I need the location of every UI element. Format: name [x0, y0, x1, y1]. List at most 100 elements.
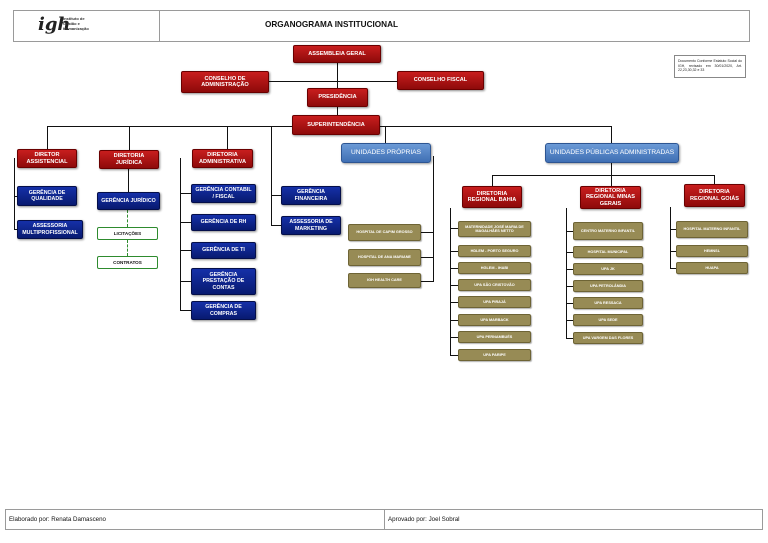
gerencia-ti-box: GERÊNCIA DE TI: [191, 242, 256, 259]
connector: [337, 107, 338, 115]
connector: [566, 320, 573, 321]
licitacoes-box: LICITAÇÕES: [97, 227, 158, 240]
connector: [180, 310, 191, 311]
header-divider: [159, 10, 160, 42]
connector: [127, 240, 129, 256]
connector: [180, 158, 181, 311]
gerencia-contabil-box: GERÊNCIA CONTABIL / FISCAL: [191, 184, 256, 203]
gerencia-prestacao-contas-box: GERÊNCIA PRESTAÇÃO DE CONTAS: [191, 268, 256, 295]
bahia-unit-2: HGLEM - IHABI: [458, 262, 531, 274]
bahia-unit-0: MATERNIDADE JOSÉ MARIA DE MAGALHÃES NETT…: [458, 221, 531, 237]
connector: [566, 208, 567, 338]
connector: [450, 268, 458, 269]
connector: [421, 257, 433, 258]
diretoria-regional-minas-box: DIRETORIA REGIONAL MINAS GERAIS: [580, 186, 641, 209]
diretor-assistencial-box: DIRETOR ASSISTENCIAL: [17, 149, 77, 168]
igh-health-care-box: IGH HEALTH CARE: [348, 273, 421, 288]
connector: [566, 269, 573, 270]
header-frame: [13, 10, 750, 42]
bahia-unit-6: UPA PERNAMBUÉS: [458, 331, 531, 343]
diretoria-regional-goias-box: DIRETORIA REGIONAL GOIÁS: [684, 184, 745, 207]
page-title: ORGANOGRAMA INSTITUCIONAL: [265, 20, 398, 29]
superintendencia-box: SUPERINTENDÊNCIA: [292, 115, 380, 135]
minas-unit-3: UPA PETROLÂNDIA: [573, 280, 643, 292]
connector: [227, 126, 228, 149]
presidencia-box: PRESIDÊNCIA: [307, 88, 368, 107]
connector: [271, 126, 272, 226]
assessoria-multiprofissional-box: ASSESSORIA MULTIPROFISSIONAL: [17, 220, 83, 239]
conselho-administracao-box: CONSELHO DE ADMINISTRAÇÃO: [181, 71, 269, 93]
connector: [714, 175, 715, 184]
connector: [450, 320, 458, 321]
bahia-unit-5: UPA MARBACK: [458, 314, 531, 326]
diretoria-regional-bahia-box: DIRETORIA REGIONAL BAHIA: [462, 186, 522, 208]
gerencia-rh-box: GERÊNCIA DE RH: [191, 214, 256, 231]
bahia-unit-4: UPA PIRAJÁ: [458, 296, 531, 308]
connector: [271, 225, 281, 226]
connector: [14, 196, 17, 197]
connector: [566, 286, 573, 287]
bahia-unit-3: UPA SÃO CRISTOVÃO: [458, 279, 531, 291]
connector: [450, 355, 458, 356]
minas-unit-0: CENTRO MATERNO INFANTIL: [573, 222, 643, 240]
connector: [180, 222, 191, 223]
bahia-unit-7: UPA PARIPE: [458, 349, 531, 361]
footer-divider: [384, 509, 385, 530]
connector: [492, 175, 714, 176]
unidades-proprias-box: UNIDADES PRÓPRIAS: [341, 143, 431, 163]
connector: [180, 250, 191, 251]
diretoria-juridica-box: DIRETORIA JURÍDICA: [99, 150, 159, 169]
goias-unit-1: HEMNSL: [676, 245, 748, 257]
minas-unit-1: HOSPITAL MUNICIPAL: [573, 246, 643, 258]
connector: [670, 229, 676, 230]
connector: [127, 210, 129, 227]
connector: [670, 268, 676, 269]
connector: [421, 232, 433, 233]
aprovado-por: Aprovado por: Joel Sobral: [388, 516, 460, 523]
elaborado-por: Elaborado por: Renata Damasceno: [9, 516, 106, 523]
connector: [47, 126, 48, 149]
gerencia-financeira-box: GERÊNCIA FINANCEIRA: [281, 186, 341, 205]
connector: [129, 126, 130, 150]
connector: [450, 337, 458, 338]
gerencia-juridico-box: GERÊNCIA JURÍDICO: [97, 192, 160, 210]
diretoria-administrativa-box: DIRETORIA ADMINISTRATIVA: [192, 149, 253, 168]
minas-unit-4: UPA RESSACA: [573, 297, 643, 309]
connector: [670, 251, 676, 252]
connector: [128, 169, 129, 192]
connector: [611, 163, 612, 175]
unidades-publicas-box: UNIDADES PÚBLICAS ADMINISTRADAS: [545, 143, 679, 163]
statute-note: Documento Conforme Estatuto Social do IG…: [674, 55, 746, 78]
hospital-ana-mariane-box: HOSPITAL DE ANA MARIANE: [348, 249, 421, 266]
gerencia-compras-box: GERÊNCIA DE COMPRAS: [191, 301, 256, 320]
connector: [611, 126, 612, 143]
connector: [450, 208, 451, 355]
connector: [268, 81, 398, 82]
bahia-unit-1: HDLEM - PORTO SEGURO: [458, 245, 531, 257]
hospital-capim-grosso-box: HOSPITAL DE CAPIM GROSSO: [348, 224, 421, 241]
goias-unit-0: HOSPITAL MATERNO INFANTIL: [676, 221, 748, 238]
connector: [670, 207, 671, 268]
minas-unit-2: UPA JK: [573, 263, 643, 275]
logo: igh Instituto de Gestão e Humanização: [38, 14, 98, 38]
connector: [611, 175, 612, 186]
connector: [566, 252, 573, 253]
connector: [566, 338, 573, 339]
logo-text: igh: [38, 14, 71, 35]
assembleia-geral-box: ASSEMBLEIA GERAL: [293, 45, 381, 63]
connector: [14, 229, 17, 230]
conselho-fiscal-box: CONSELHO FISCAL: [397, 71, 484, 90]
gerencia-qualidade-box: GERÊNCIA DE QUALIDADE: [17, 186, 77, 206]
contratos-box: CONTRATOS: [97, 256, 158, 269]
connector: [14, 158, 15, 230]
connector: [433, 156, 434, 282]
connector: [271, 195, 281, 196]
connector: [450, 251, 458, 252]
logo-subtitle: Instituto de Gestão e Humanização: [63, 16, 89, 31]
connector: [566, 303, 573, 304]
assessoria-marketing-box: ASSESSORIA DE MARKETING: [281, 216, 341, 235]
minas-unit-6: UPA VARGEM DAS FLORES: [573, 332, 643, 344]
connector: [566, 231, 573, 232]
connector: [450, 302, 458, 303]
goias-unit-2: HUAPA: [676, 262, 748, 274]
